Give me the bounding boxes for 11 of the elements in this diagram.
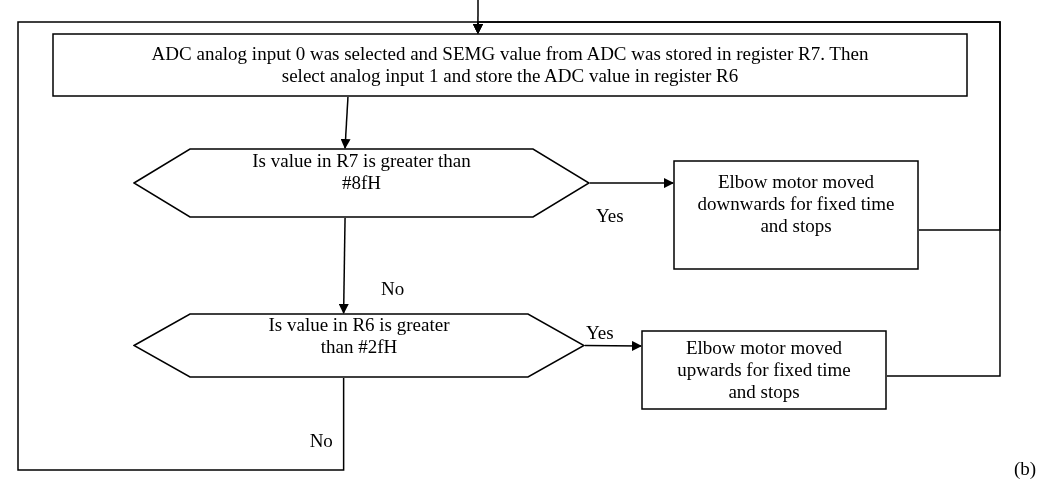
- arrow: [584, 340, 642, 351]
- process-box: ADC analog input 0 was selected and SEMG value from ADC was stored in register R7. Then select analog input 1 and store the ADC value in register R6: [52, 33, 968, 97]
- process-box: Elbow motor moved upwards for fixed time and stops: [641, 330, 887, 410]
- arrow: [472, 21, 1001, 377]
- figure-label: (b): [1013, 458, 1038, 479]
- arrow: [340, 96, 351, 149]
- arrow: [589, 178, 674, 189]
- decision-hexagon: Is value in R6 is greater than #2fH: [133, 313, 585, 378]
- decision-hexagon: Is value in R7 is greater than #8fH: [133, 148, 590, 218]
- arrow: [338, 217, 349, 314]
- process-box: Elbow motor moved downwards for fixed time and stops: [673, 160, 919, 270]
